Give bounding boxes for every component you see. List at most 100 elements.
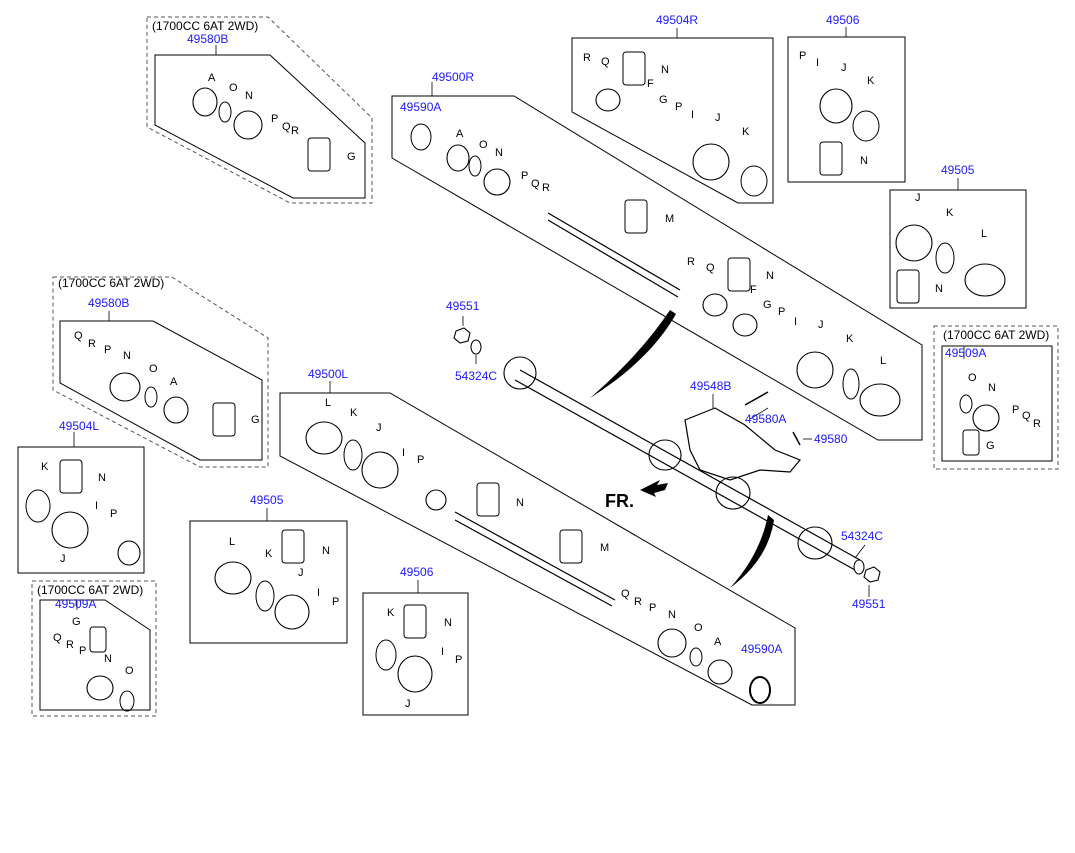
- letter-label: K: [867, 75, 875, 87]
- letter-label: G: [347, 151, 356, 163]
- letter-label: K: [350, 407, 358, 419]
- ring-shapes: [25, 101, 973, 712]
- letter-label: P: [271, 113, 279, 125]
- letter-label: R: [88, 338, 96, 350]
- letter-label: N: [661, 64, 669, 76]
- letter-label: F: [647, 78, 654, 90]
- letter-label: J: [818, 319, 824, 331]
- variant-caption-left: (1700CC 6AT 2WD): [58, 276, 165, 290]
- letter-label: N: [495, 147, 503, 159]
- part-number-49504L[interactable]: 49504L: [59, 419, 100, 433]
- outline-49509A-left-inner: [39, 599, 151, 711]
- part-number-49580A[interactable]: 49580A: [745, 412, 787, 426]
- letter-label: G: [986, 440, 995, 452]
- letter-label: N: [766, 270, 774, 282]
- letter-label: J: [298, 567, 304, 579]
- letter-label: G: [763, 299, 772, 311]
- nut-49551-bottom: [863, 566, 881, 583]
- outline-49509A-left: [31, 580, 157, 717]
- letter-label: J: [715, 112, 721, 124]
- outline-49580B-left: [52, 276, 269, 468]
- letter-label: Q: [74, 330, 83, 342]
- swoosh-lower: [730, 515, 774, 588]
- letter-label: L: [981, 228, 988, 240]
- outline-49580B-top: [146, 16, 373, 204]
- letter-label: I: [95, 500, 99, 512]
- letter-label: J: [405, 698, 411, 710]
- letter-label: K: [742, 126, 750, 138]
- letter-label: J: [915, 192, 921, 204]
- letter-label: K: [846, 333, 854, 345]
- part-number-49580B-left[interactable]: 49580B: [88, 296, 130, 310]
- letter-label: M: [600, 542, 610, 554]
- letter-label: Q: [706, 262, 715, 274]
- letter-label: P: [799, 50, 807, 62]
- swoosh-upper: [590, 310, 676, 398]
- outline-49580B-left-inner: [59, 320, 263, 461]
- letter-label: O: [968, 372, 977, 384]
- part-number-49548B[interactable]: 49548B: [690, 379, 732, 393]
- letter-label: N: [98, 472, 106, 484]
- letter-label: F: [750, 284, 757, 296]
- part-number-49580[interactable]: 49580: [814, 432, 848, 446]
- letter-label: Q: [601, 56, 610, 68]
- part-number-49500R[interactable]: 49500R: [432, 70, 475, 84]
- part-number-49505-left[interactable]: 49505: [250, 493, 284, 507]
- part-number-49504R[interactable]: 49504R: [656, 13, 699, 27]
- outline-49504R: [571, 37, 774, 204]
- letter-label: N: [988, 382, 996, 394]
- front-arrow: [640, 480, 668, 497]
- letter-label: O: [479, 139, 488, 151]
- letter-label: N: [860, 155, 868, 167]
- letter-label: I: [317, 587, 321, 599]
- letter-label: P: [1012, 404, 1020, 416]
- outline-49509A-right: [933, 325, 1059, 470]
- part-number-49506-bottom[interactable]: 49506: [400, 565, 434, 579]
- grease-bottles: [59, 51, 980, 653]
- part-number-49580B-top[interactable]: 49580B: [187, 32, 229, 46]
- letter-label: I: [402, 447, 406, 459]
- part-number-49551-bottom[interactable]: 49551: [852, 597, 886, 611]
- outline-49505-left: [189, 520, 348, 644]
- letter-label: G: [659, 94, 668, 106]
- letter-label: O: [125, 665, 134, 677]
- letter-label: A: [170, 376, 178, 388]
- part-number-49506-top[interactable]: 49506: [826, 13, 860, 27]
- letter-label: L: [880, 355, 887, 367]
- letter-label: P: [417, 454, 425, 466]
- letter-label: M: [665, 213, 675, 225]
- letter-label: I: [816, 57, 820, 69]
- letter-label: G: [251, 414, 260, 426]
- nut-49551-top: [453, 327, 471, 344]
- outline-49505-right: [889, 189, 1027, 309]
- part-number-49509A-right[interactable]: 49509A: [945, 346, 987, 360]
- letter-label: I: [441, 646, 445, 658]
- part-number-49551-top[interactable]: 49551: [446, 299, 480, 313]
- letter-label: I: [691, 109, 695, 121]
- letter-label: K: [265, 548, 273, 560]
- letter-label: G: [72, 616, 81, 628]
- letter-label: N: [668, 609, 676, 621]
- part-number-54324C-top[interactable]: 54324C: [455, 369, 498, 383]
- letter-label: P: [521, 170, 529, 182]
- part-number-49500L[interactable]: 49500L: [308, 367, 349, 381]
- letter-label: Q: [53, 632, 62, 644]
- part-number-49509A-left[interactable]: 49509A: [55, 597, 97, 611]
- letter-label: J: [60, 553, 66, 565]
- part-number-49590A-top[interactable]: 49590A: [400, 100, 442, 114]
- letter-label: R: [1033, 418, 1041, 430]
- letter-label: P: [332, 596, 340, 608]
- letter-label: P: [104, 344, 112, 356]
- letter-label: P: [778, 306, 786, 318]
- bolt-49580: [792, 431, 801, 446]
- letter-label: R: [634, 596, 642, 608]
- letter-label: P: [455, 654, 463, 666]
- letter-label: A: [714, 636, 722, 648]
- letter-label: I: [794, 316, 798, 328]
- part-number-49590A-bottom[interactable]: 49590A: [741, 642, 783, 656]
- part-number-54324C-bottom[interactable]: 54324C: [841, 529, 884, 543]
- outline-49506-bottom: [362, 592, 469, 716]
- part-number-49505-right[interactable]: 49505: [941, 163, 975, 177]
